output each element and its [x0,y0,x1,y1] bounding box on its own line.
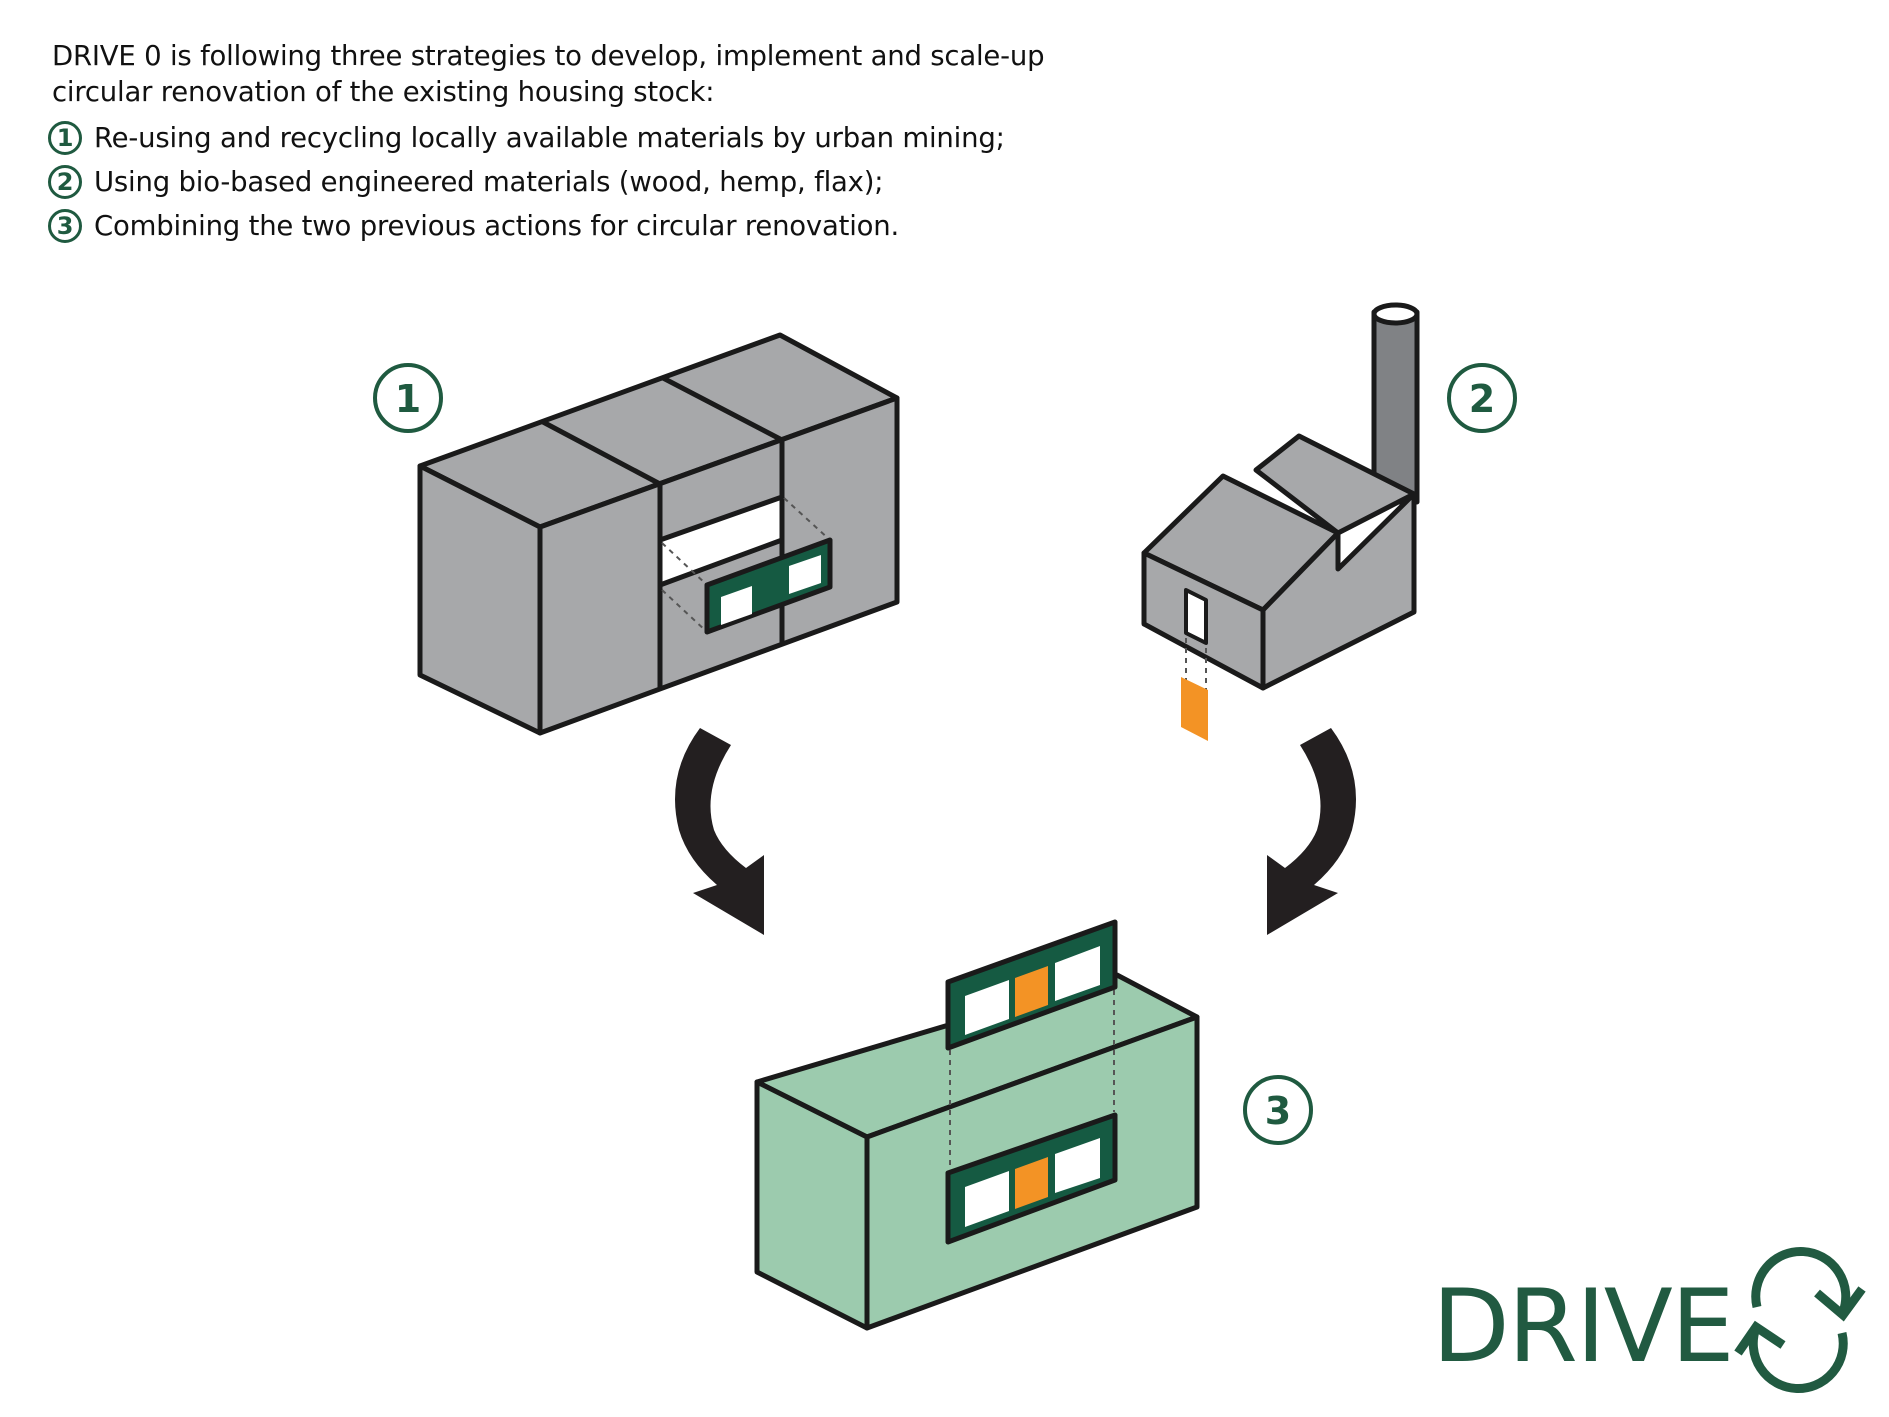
building-3-renovated [754,919,1200,1331]
stage-badge-1: 1 [373,363,443,433]
projection-lines [661,497,831,633]
stage-badge-2: 2 [1447,363,1517,433]
strategy-list: 1 Re-using and recycling locally availab… [48,116,1005,248]
logo-wordmark: DRIVE [1432,1267,1733,1385]
stage-badge-3: 3 [1243,1075,1313,1145]
number-badge-2: 2 [48,165,82,199]
svg-text:3: 3 [1265,1089,1291,1133]
building-1-existing [417,332,900,736]
projection-lines [949,990,1115,1170]
intro-line-1: DRIVE 0 is following three strategies to… [52,40,1045,72]
factory-2-bio-based [1141,302,1420,741]
roof-divider [661,375,784,443]
chimney [1371,302,1420,505]
factory-opening [1184,588,1208,645]
intro-text: DRIVE 0 is following three strategies to… [52,38,1045,110]
combined-panel-upper [945,919,1118,1051]
number-badge-1: 1 [48,121,82,155]
factory-front [1260,491,1417,691]
flow-arrow-2-to-3 [1267,728,1356,935]
combined-panel-installed [945,1112,1118,1245]
flow-arrow-1-to-3 [675,728,764,935]
cycle-arrows-icon [1734,1247,1866,1393]
roof-divider [541,419,662,487]
bio-based-panel [1181,677,1208,741]
svg-text:1: 1 [395,377,421,421]
panel-pane [789,555,821,594]
svg-text:2: 2 [1469,377,1495,421]
number-badge-3: 3 [48,209,82,243]
drive-logo: DRIVE [1432,1247,1866,1393]
intro-line-2: circular renovation of the existing hous… [52,76,715,108]
strategy-item-2: 2 Using bio-based engineered materials (… [48,160,1005,204]
window-opening [657,494,785,588]
strategy-item-1: 1 Re-using and recycling locally availab… [48,116,1005,160]
strategy-text-2: Using bio-based engineered materials (wo… [94,166,884,198]
strategy-item-3: 3 Combining the two previous actions for… [48,204,1005,248]
panel-pane [721,586,752,625]
strategy-text-1: Re-using and recycling locally available… [94,122,1005,154]
projection-lines [1185,638,1207,690]
strategy-text-3: Combining the two previous actions for c… [94,210,900,242]
